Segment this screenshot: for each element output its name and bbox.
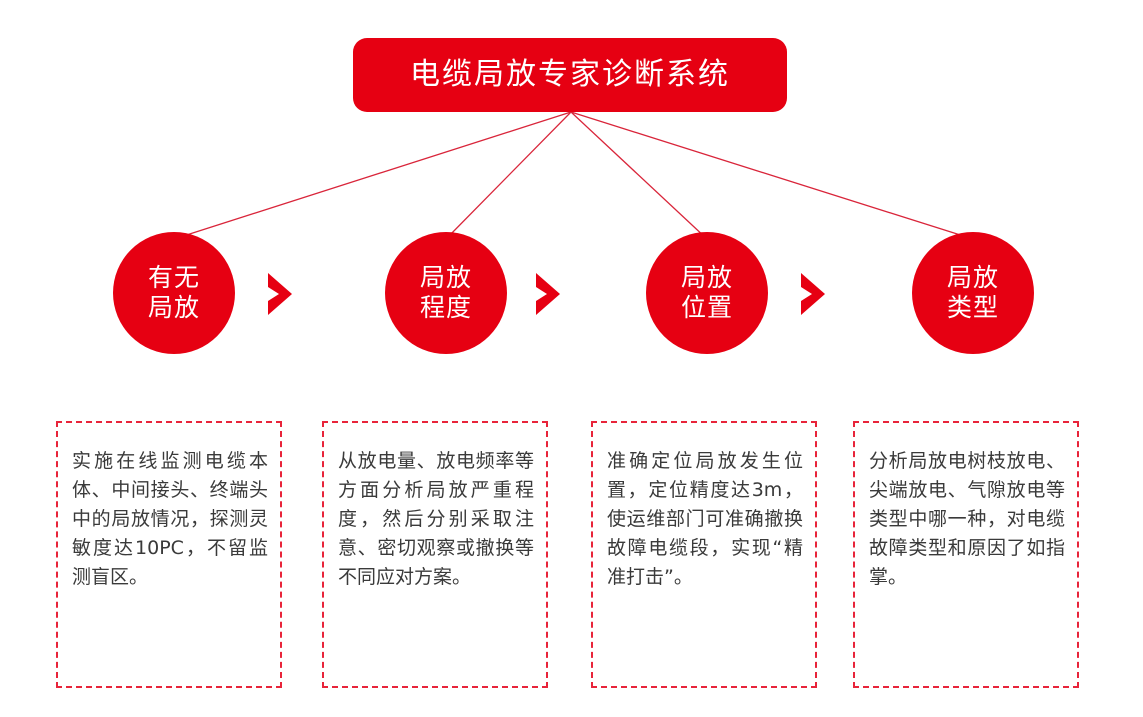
description-box-1: 实施在线监测电缆本体、中间接头、终端头中的局放情况，探测灵敏度达10PC，不留监… bbox=[56, 421, 282, 688]
description-box-3: 准确定位局放发生位置，定位精度达3m，使运维部门可准确撤换故障电缆段，实现“精准… bbox=[591, 421, 817, 688]
description-text-4: 分析局放电树枝放电、尖端放电、气隙放电等类型中哪一种，对电缆故障类型和原因了如指… bbox=[869, 450, 1065, 588]
connector-line-1 bbox=[173, 111, 572, 240]
stage-circle-1[interactable]: 有无 局放 bbox=[113, 232, 235, 354]
stage-circle-2-line2: 程度 bbox=[419, 293, 472, 322]
stage-circle-4-line1: 局放 bbox=[946, 262, 999, 292]
description-text-3: 准确定位局放发生位置，定位精度达3m，使运维部门可准确撤换故障电缆段，实现“精准… bbox=[607, 450, 803, 588]
description-text-1: 实施在线监测电缆本体、中间接头、终端头中的局放情况，探测灵敏度达10PC，不留监… bbox=[72, 450, 268, 588]
chevron-right-icon-3 bbox=[801, 273, 825, 315]
connector-line-2 bbox=[445, 111, 572, 240]
stage-circle-4[interactable]: 局放 类型 bbox=[912, 232, 1034, 354]
stage-circle-2-line1: 局放 bbox=[419, 262, 472, 292]
page-title: 电缆局放专家诊断系统 bbox=[410, 57, 730, 92]
chevron-right-icon-1 bbox=[268, 273, 292, 315]
description-box-4: 分析局放电树枝放电、尖端放电、气隙放电等类型中哪一种，对电缆故障类型和原因了如指… bbox=[853, 421, 1079, 688]
stage-circle-2[interactable]: 局放 程度 bbox=[385, 232, 507, 354]
description-box-2: 从放电量、放电频率等方面分析局放严重程度，然后分别采取注意、密切观察或撤换等不同… bbox=[322, 421, 548, 688]
stage-circle-3[interactable]: 局放 位置 bbox=[646, 232, 768, 354]
stage-circle-3-line1: 局放 bbox=[680, 262, 733, 292]
connector-line-3 bbox=[570, 111, 708, 240]
stage-circle-3-line2: 位置 bbox=[680, 293, 733, 322]
stage-circle-1-line1: 有无 bbox=[147, 262, 200, 292]
chevron-right-icon-2 bbox=[536, 273, 560, 315]
description-text-2: 从放电量、放电频率等方面分析局放严重程度，然后分别采取注意、密切观察或撤换等不同… bbox=[338, 450, 534, 588]
connector-line-4 bbox=[570, 111, 974, 240]
diagram-title-banner: 电缆局放专家诊断系统 bbox=[353, 38, 787, 112]
stage-circle-4-line2: 类型 bbox=[946, 293, 999, 322]
stage-circle-1-line2: 局放 bbox=[147, 293, 200, 322]
